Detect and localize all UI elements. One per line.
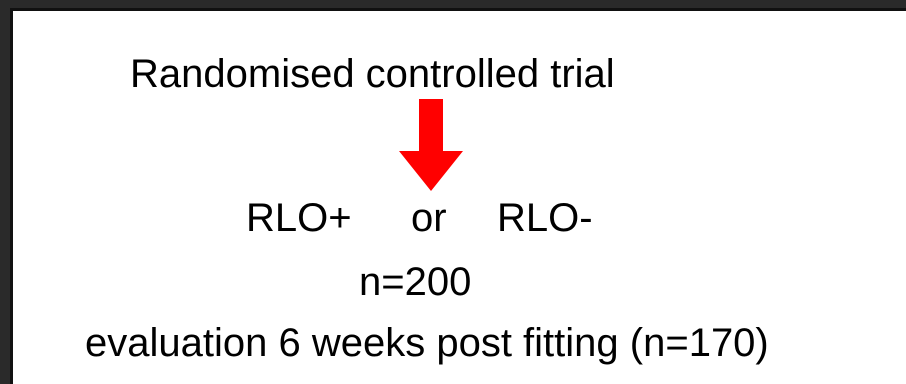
option-rlo-plus: RLO+ [246,196,352,240]
diagram-title: Randomised controlled trial [130,52,615,96]
down-arrow-shape [399,99,463,191]
sample-size: n=200 [359,260,472,304]
diagram-frame: Randomised controlled trial RLO+ or RLO-… [10,8,906,384]
option-connector: or [411,196,447,240]
down-arrow-icon [399,99,463,191]
evaluation-note: evaluation 6 weeks post fitting (n=170) [85,321,769,365]
option-rlo-minus: RLO- [497,196,593,240]
